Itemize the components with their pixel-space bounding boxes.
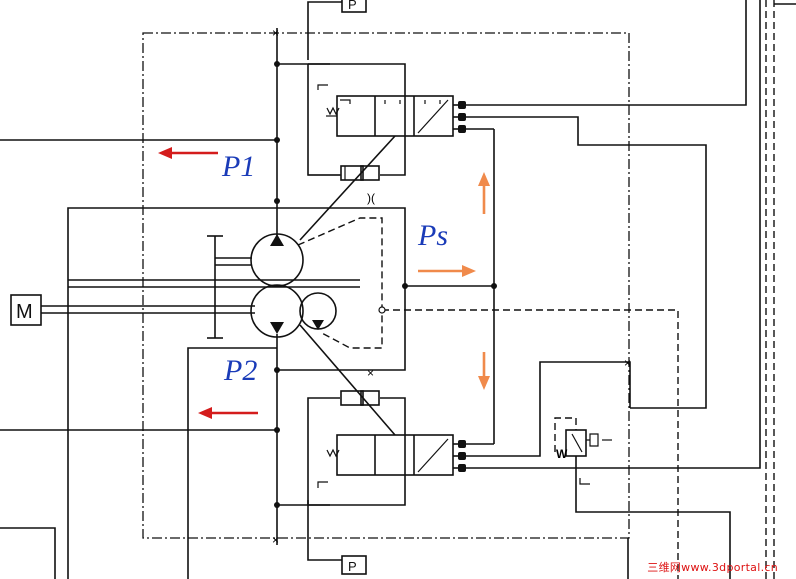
- p1-label: P1: [221, 150, 255, 183]
- spring-icon-lower: [326, 448, 340, 458]
- directional-valve-icon-lower: [336, 434, 454, 476]
- pump-icon-lower: [250, 284, 304, 338]
- lower-valve-assembly: [299, 324, 466, 506]
- ps-arrow-right: [418, 265, 476, 277]
- svg-text:)(: )(: [367, 191, 375, 205]
- cross-mark-top: ×: [272, 26, 279, 40]
- top-port-label: P: [348, 0, 357, 12]
- bottom-port-label: P: [348, 559, 357, 574]
- upper-valve-assembly: [299, 63, 466, 241]
- ps-arrow-down: [478, 352, 490, 390]
- top-port-p: P: [307, 0, 367, 60]
- svg-text:×: ×: [367, 366, 374, 380]
- svg-text:×: ×: [624, 356, 631, 370]
- control-block-boundary: [142, 32, 630, 539]
- spring-icon-upper: [326, 106, 340, 116]
- bottom-port-p: P: [307, 500, 367, 575]
- pump-icon-small: [299, 292, 337, 330]
- cross-mark-bottom: ×: [272, 533, 279, 547]
- pressure-relief-valve-icon: W: [554, 417, 731, 579]
- motor-icon: M: [10, 294, 255, 326]
- p2-label: P2: [223, 354, 257, 387]
- directional-valve-icon-upper: [336, 95, 454, 137]
- pump-icon-upper: [250, 233, 304, 287]
- p1-flow-arrow: [158, 147, 218, 159]
- ps-label: Ps: [417, 219, 448, 252]
- motor-label: M: [16, 301, 33, 323]
- svg-text:W: W: [556, 447, 568, 461]
- watermark: 三维网www.3dportal.cn: [647, 561, 778, 574]
- ps-arrow-up: [478, 172, 490, 214]
- p2-flow-arrow: [198, 407, 258, 419]
